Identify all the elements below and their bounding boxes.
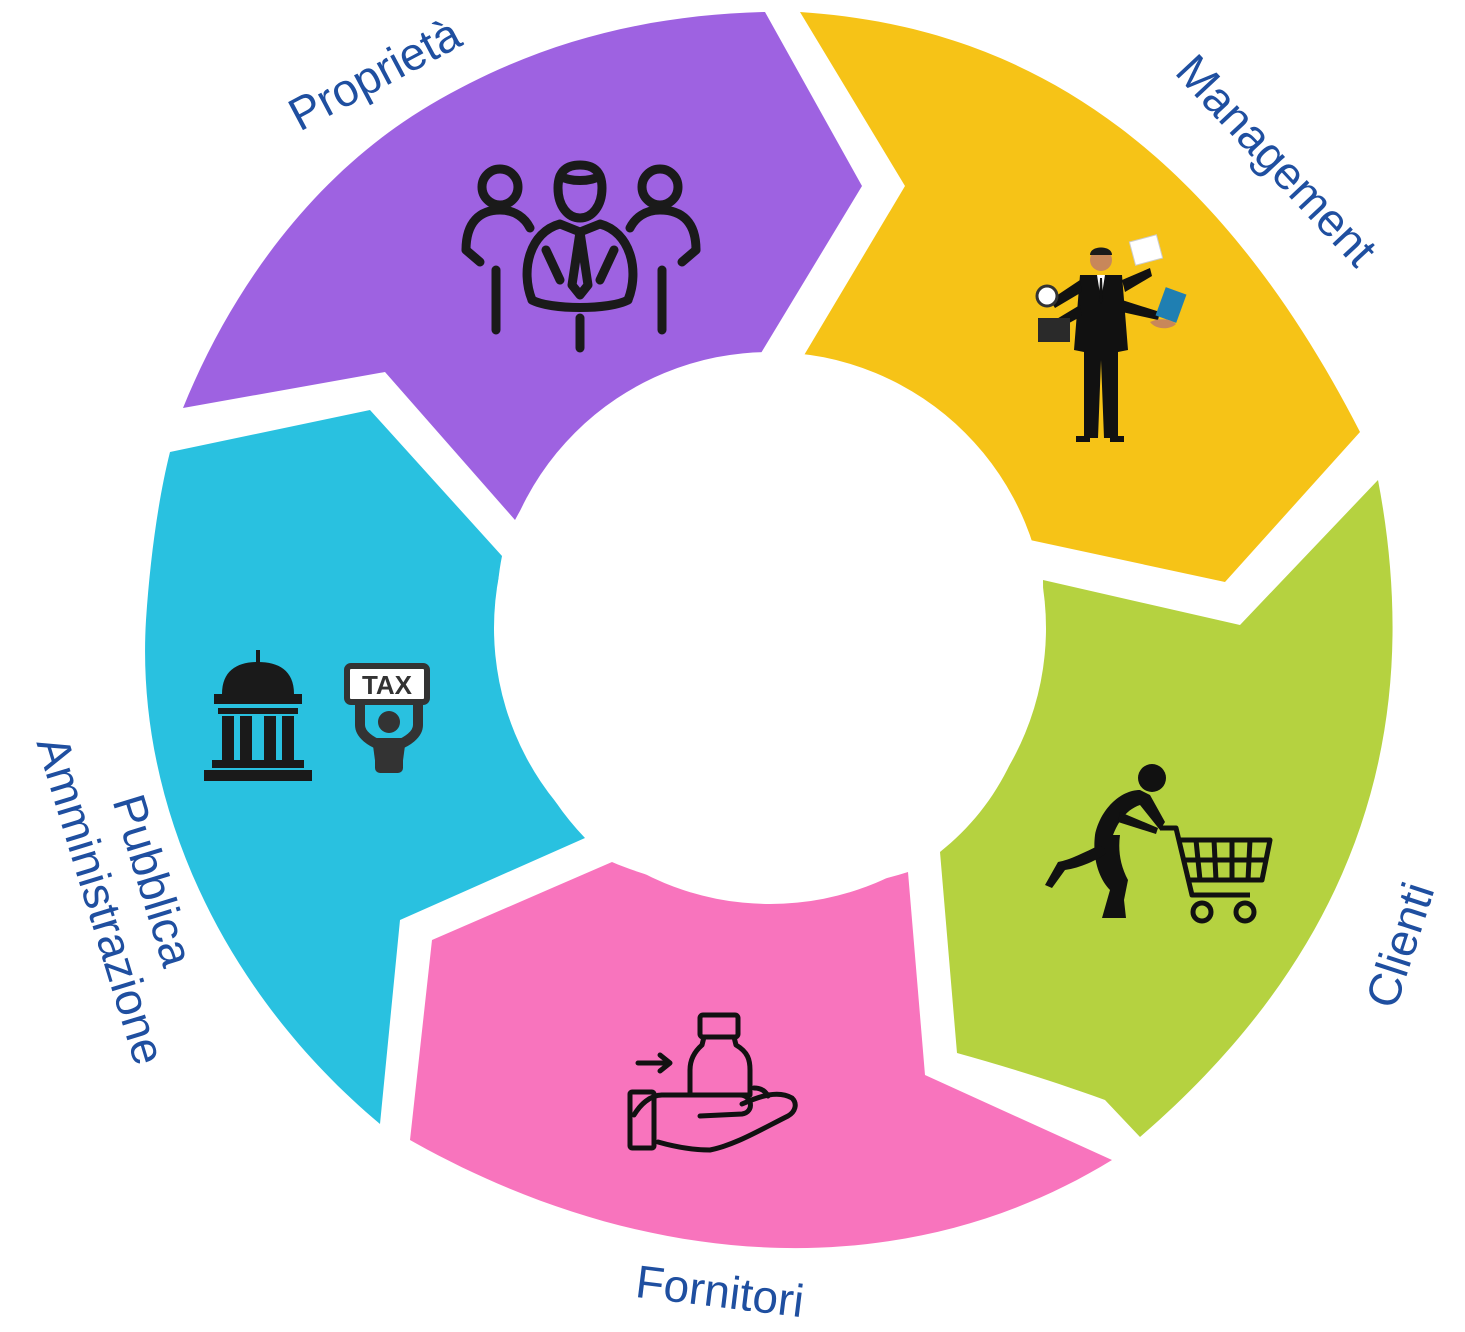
tax-payer-icon: TAX (344, 663, 430, 773)
label-clienti: Clienti (1355, 876, 1444, 1014)
segment-fornitori (410, 862, 1112, 1249)
group-people-icon (461, 160, 701, 353)
busy-manager-icon (1035, 234, 1187, 442)
segment-pubblica-amministrazione (145, 410, 585, 1124)
government-building-icon (204, 650, 312, 781)
segment-clienti (940, 480, 1393, 1137)
center-circle (494, 352, 1046, 904)
label-fornitori: Fornitori (633, 1255, 807, 1327)
hand-receiving-product-icon (627, 1012, 798, 1153)
shopper-with-cart-icon (1045, 764, 1273, 924)
tax-sign-text: TAX (362, 670, 413, 700)
segment-proprieta (183, 12, 862, 520)
